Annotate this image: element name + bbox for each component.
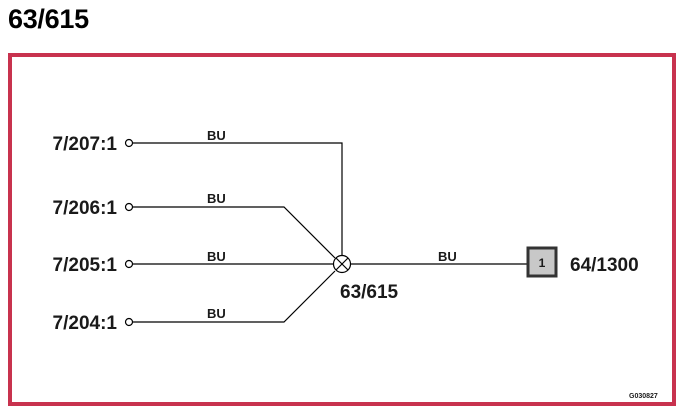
terminal-dots	[124, 138, 134, 327]
terminal-label: 7/205:1	[53, 255, 118, 276]
wire-color-label: BU	[207, 249, 226, 264]
wire-7-204-1	[133, 270, 336, 323]
page-title: 63/615	[8, 4, 89, 34]
terminal-label: 7/206:1	[53, 198, 118, 219]
terminal-dot-icon	[124, 138, 134, 148]
diagram-frame	[8, 53, 676, 406]
connector-box	[526, 246, 558, 278]
wire-color-label: BU	[207, 306, 226, 321]
wire-7-206-1	[133, 206, 336, 259]
connector-label: 64/1300	[570, 255, 639, 276]
wire-color-label: BU	[207, 191, 226, 206]
terminal-label: 7/207:1	[53, 134, 118, 155]
terminal-label: 7/204:1	[53, 313, 118, 334]
splice-cross-icon	[332, 254, 352, 274]
terminal-dot-icon	[124, 317, 134, 327]
splice-label: 63/615	[340, 282, 399, 303]
wire-7-207-1	[133, 142, 343, 258]
terminal-dot-icon	[124, 202, 134, 212]
wire-color-label: BU	[438, 249, 457, 264]
terminal-dot-icon	[124, 259, 134, 269]
wire-color-label: BU	[207, 128, 226, 143]
reference-code: G030827	[629, 393, 658, 400]
connector-pin-label: 1	[539, 256, 546, 270]
wires	[133, 142, 528, 323]
